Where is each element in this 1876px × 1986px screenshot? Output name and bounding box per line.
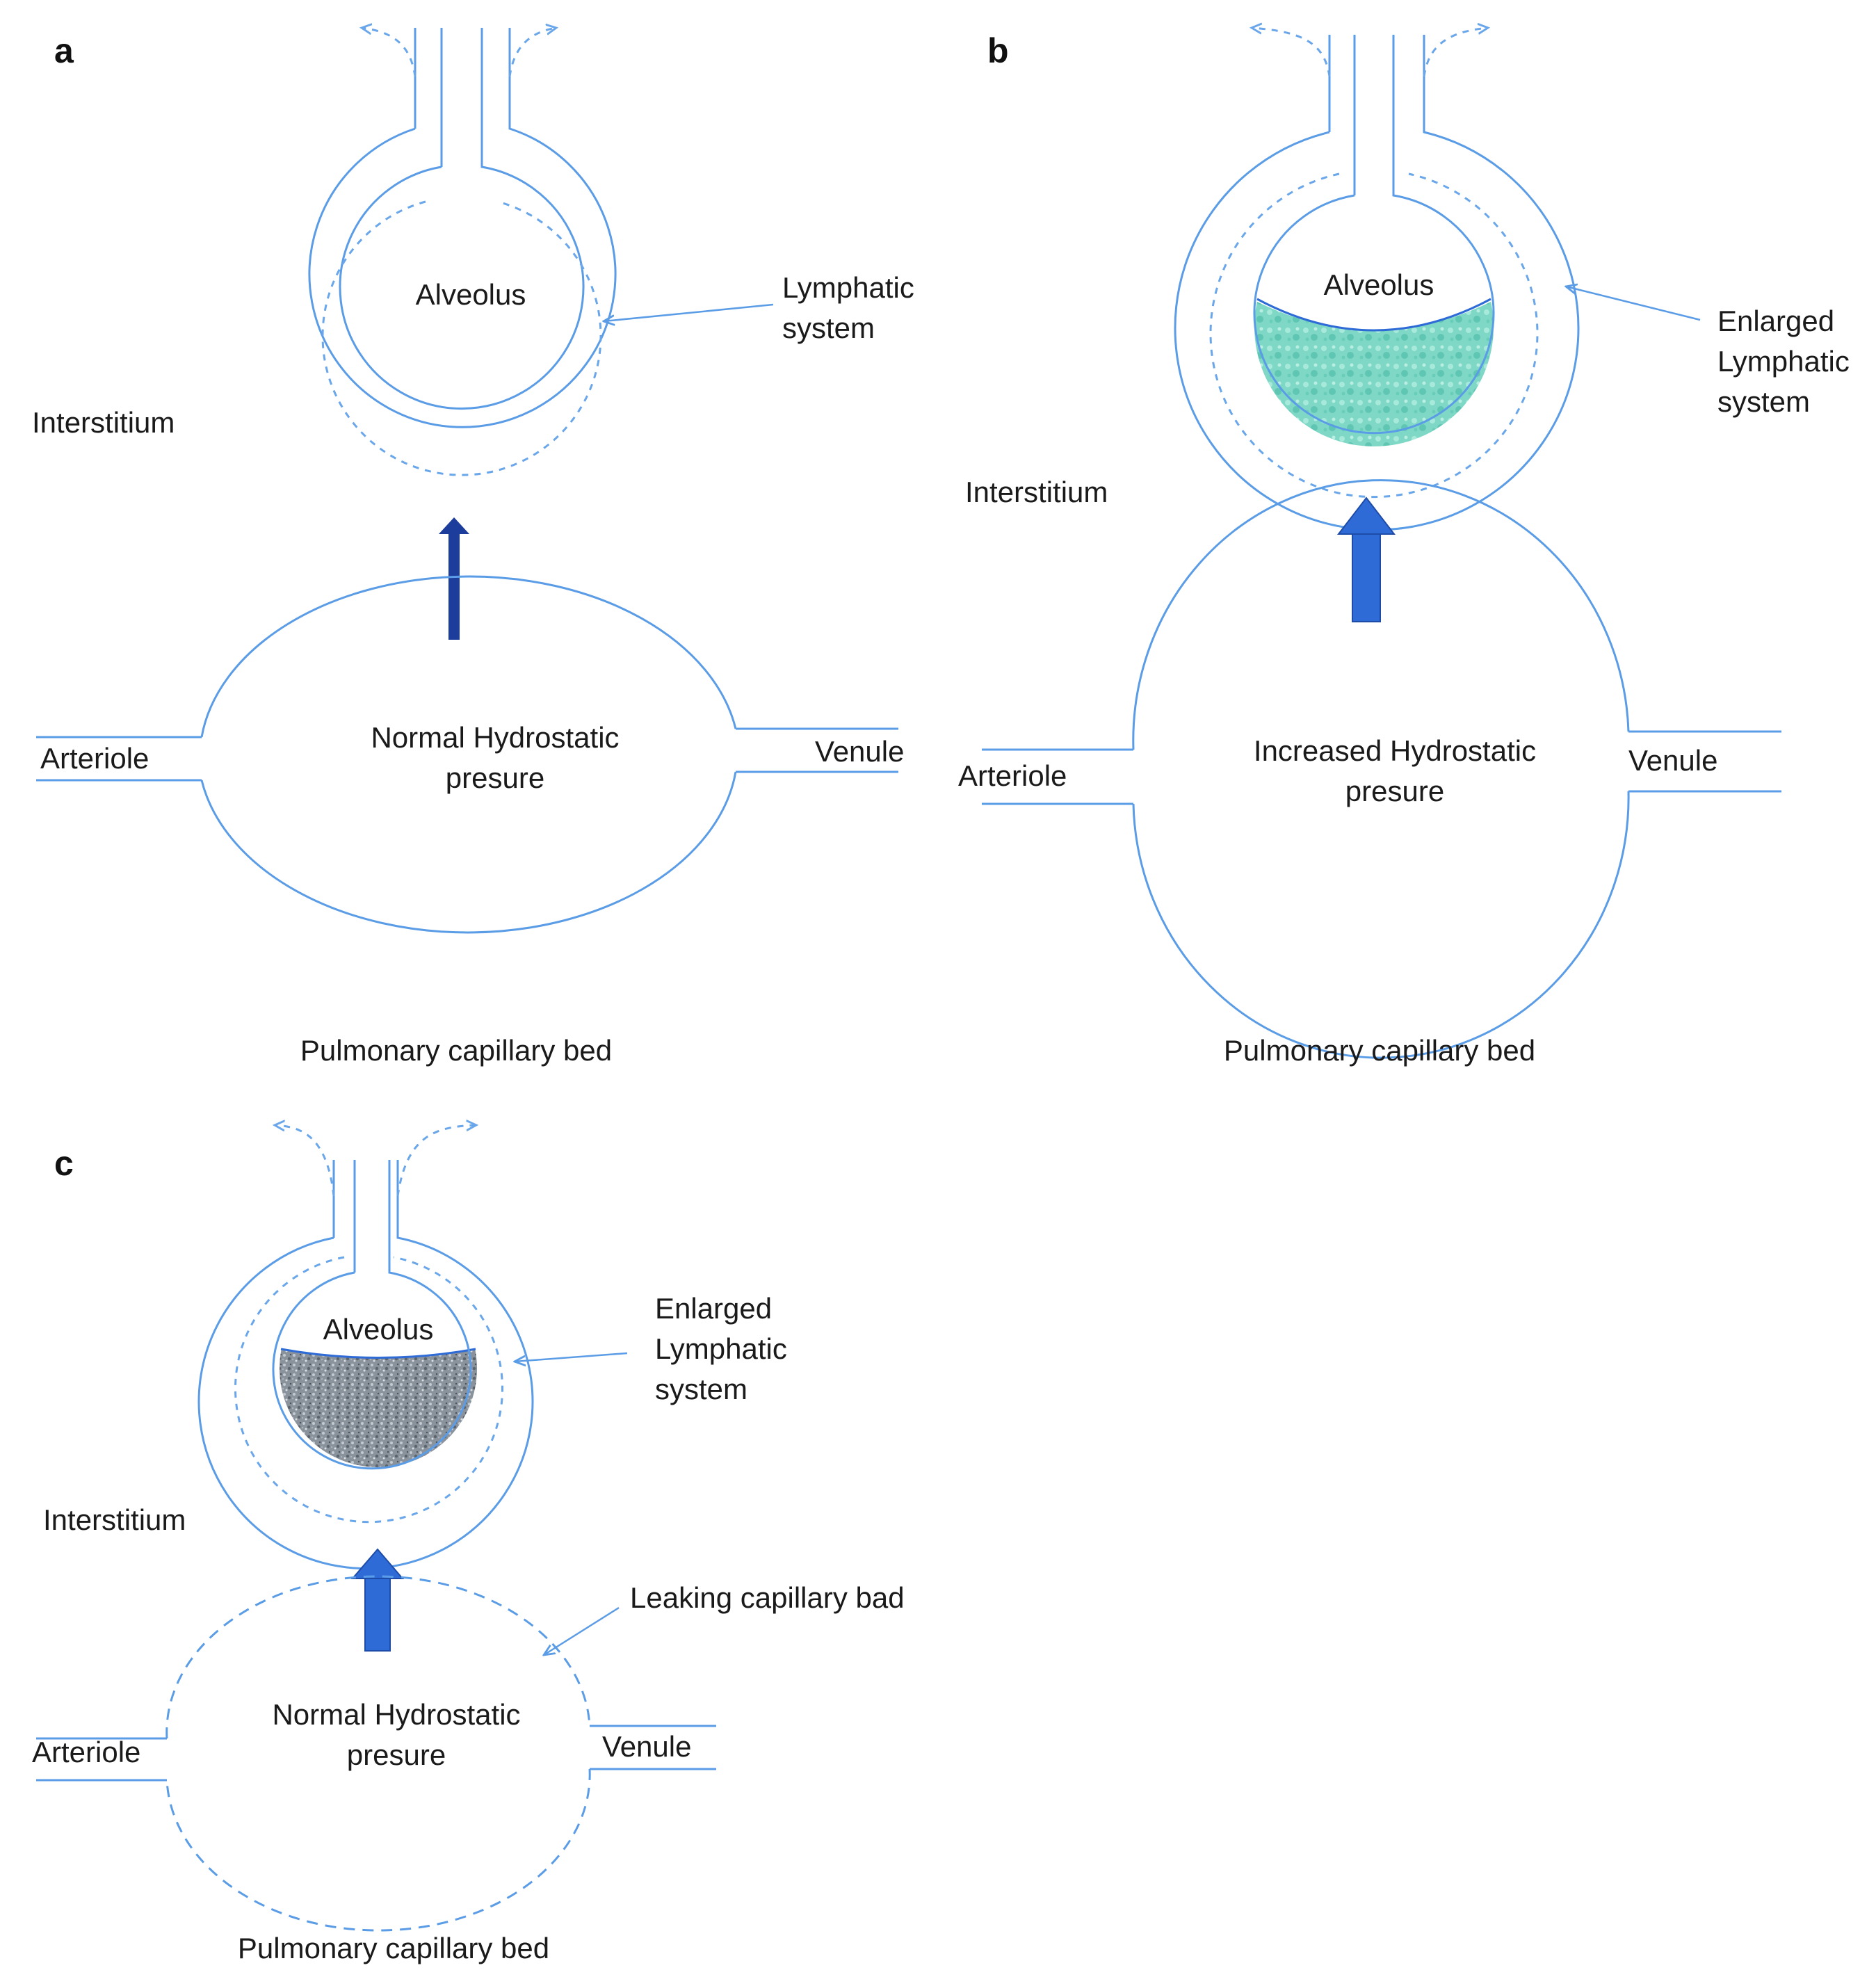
panel-letter-c: c bbox=[54, 1144, 74, 1183]
lymph-flow-dashes bbox=[234, 1256, 503, 1524]
alveolar-fluid bbox=[280, 1349, 477, 1467]
capillary-bed-label: Pulmonary capillary bed bbox=[1224, 1034, 1535, 1067]
lymphatic-pointer bbox=[604, 303, 774, 321]
venule-label: Venule bbox=[602, 1730, 691, 1763]
pressure-label-line1: Normal Hydrostatic bbox=[272, 1698, 520, 1731]
interstitium-label: Interstitium bbox=[965, 476, 1108, 508]
lymph-flow-dashes bbox=[321, 200, 602, 476]
alveolus-wall bbox=[1253, 35, 1495, 435]
venule-label: Venule bbox=[1628, 744, 1717, 777]
arteriole-label: Arteriole bbox=[32, 1736, 140, 1768]
flow-arrow-normal bbox=[439, 517, 469, 640]
alveolus-label: Alveolus bbox=[416, 278, 526, 311]
arteriole-vessel bbox=[982, 748, 1133, 805]
interstitium-label: Interstitium bbox=[43, 1503, 186, 1536]
lymphatic-label-line2: system bbox=[782, 312, 875, 344]
venule-vessel bbox=[1628, 730, 1781, 793]
capillary-bed-outline bbox=[200, 575, 737, 934]
panel-a: a Alveolus Lymphatic system Interstitium… bbox=[32, 28, 914, 1067]
alveolus-wall bbox=[339, 28, 585, 410]
panel-c: c Alveolus Enlarged Lymphatic system Int… bbox=[32, 1125, 905, 1964]
pressure-label-line2: presure bbox=[446, 761, 544, 794]
venule-vessel bbox=[736, 727, 898, 773]
arteriole-vessel bbox=[36, 736, 202, 782]
pressure-label-line2: presure bbox=[1345, 775, 1444, 807]
venule-label: Venule bbox=[815, 735, 904, 768]
alveolus-label: Alveolus bbox=[1324, 268, 1434, 301]
alveolus-label: Alveolus bbox=[323, 1313, 434, 1346]
pressure-label-line1: Normal Hydrostatic bbox=[371, 721, 619, 754]
arteriole-label: Arteriole bbox=[40, 742, 149, 775]
capillary-bed-label: Pulmonary capillary bed bbox=[238, 1932, 549, 1964]
lymph-flow-dashes bbox=[1209, 172, 1539, 499]
lymphatic-pointer bbox=[1566, 286, 1701, 321]
capillary-bed-outline bbox=[1132, 479, 1630, 1059]
flow-arrow-increased bbox=[1336, 496, 1396, 622]
lymphatic-label-line1: Enlarged bbox=[655, 1292, 772, 1325]
capillary-bed-label: Pulmonary capillary bed bbox=[300, 1034, 612, 1067]
lymphatic-outer-wall bbox=[308, 28, 617, 428]
lymphatic-pointer bbox=[515, 1352, 628, 1362]
alveolus-wall bbox=[272, 1160, 472, 1470]
lymphatic-label-line2: Lymphatic bbox=[655, 1332, 787, 1365]
lymphatic-label-line1: Lymphatic bbox=[782, 271, 914, 304]
lymphatic-label-line3: system bbox=[1717, 385, 1810, 418]
capillary-bed-outline-leaking bbox=[165, 1575, 591, 1932]
arteriole-vessel bbox=[36, 1737, 167, 1782]
leaking-label: Leaking capillary bad bbox=[630, 1581, 905, 1614]
panel-letter-a: a bbox=[54, 31, 74, 70]
panel-b: b Alveolus Enlarged Lymphatic system Int… bbox=[958, 28, 1850, 1067]
flow-arrow-normal bbox=[350, 1548, 405, 1652]
interstitium-label: Interstitium bbox=[32, 406, 175, 439]
lymphatic-label-line1: Enlarged bbox=[1717, 305, 1834, 337]
venule-vessel bbox=[590, 1725, 716, 1770]
arteriole-label: Arteriole bbox=[958, 759, 1067, 792]
lymphatic-label-line3: system bbox=[655, 1373, 747, 1405]
panel-letter-b: b bbox=[987, 31, 1009, 70]
pressure-label-line2: presure bbox=[347, 1738, 446, 1771]
alveolar-fluid bbox=[1254, 299, 1494, 446]
pressure-label-line1: Increased Hydrostatic bbox=[1254, 734, 1536, 767]
lymphatic-label-line2: Lymphatic bbox=[1717, 345, 1850, 378]
